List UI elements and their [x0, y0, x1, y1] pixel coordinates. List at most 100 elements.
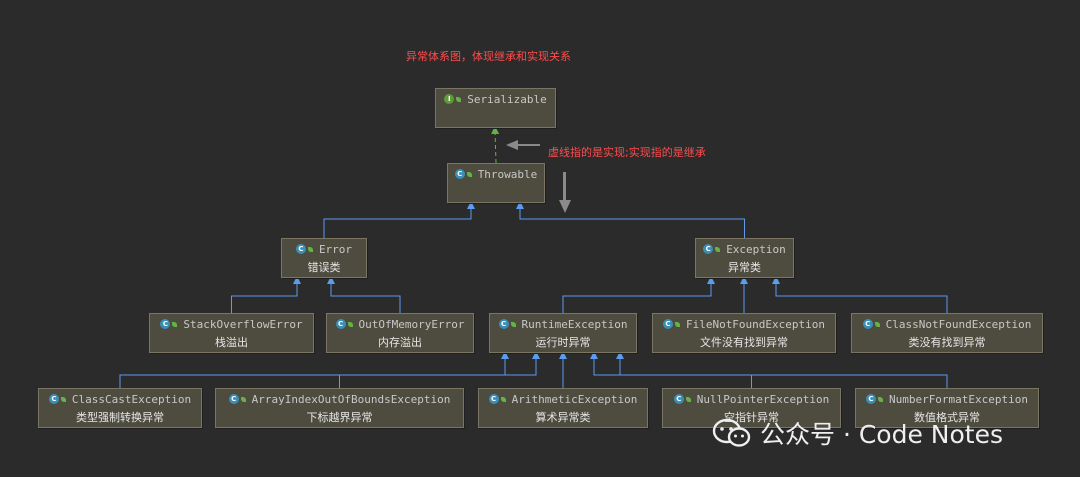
class-name: OutOfMemoryError — [358, 317, 465, 331]
class-description: 类型强制转换异常 — [76, 411, 164, 424]
class-node-classnotfoundexception[interactable]: C ClassNotFoundException 类没有找到异常 — [851, 313, 1043, 353]
class-icon: C — [228, 394, 239, 404]
class-name: StackOverflowError — [183, 317, 303, 331]
visibility-icon — [456, 96, 462, 102]
class-name: ClassNotFoundException — [885, 317, 1032, 331]
class-description: 空指针异常 — [724, 411, 779, 424]
class-node-serializable[interactable]: I Serializable — [435, 88, 556, 128]
class-icon: C — [662, 319, 673, 329]
edge-runtimeexception-to-exception — [562, 276, 715, 313]
class-node-outofmemoryerror[interactable]: C OutOfMemoryError 内存溢出 — [326, 313, 474, 353]
class-name: ArithmeticException — [511, 392, 638, 406]
visibility-icon — [715, 246, 721, 252]
class-description: 异常类 — [728, 261, 761, 274]
interface-icon: I — [444, 94, 455, 104]
class-node-header: C Exception — [696, 239, 793, 259]
class-icon: C — [335, 319, 346, 329]
class-description: 内存溢出 — [378, 336, 422, 349]
class-node-header: C ArithmeticException — [479, 389, 647, 409]
class-name: NumberFormatException — [888, 392, 1029, 406]
diagram-title: 异常体系图，体现继承和实现关系 — [406, 50, 571, 63]
edge-classcastexception-to-runtimeexception — [119, 351, 509, 388]
edge-note: 虚线指的是实现;实现指的是继承 — [548, 146, 706, 159]
edge-error-to-throwable — [323, 201, 475, 238]
class-name: RuntimeException — [521, 317, 628, 331]
class-node-error[interactable]: C Error 错误类 — [281, 238, 367, 278]
class-name: NullPointerException — [696, 392, 830, 406]
class-node-throwable[interactable]: C Throwable — [447, 163, 545, 203]
edge-classnotfoundexception-to-exception — [772, 276, 948, 313]
class-node-filenotfoundexception[interactable]: C FileNotFoundException 文件没有找到异常 — [652, 313, 836, 353]
class-description: 下标越界异常 — [306, 411, 373, 424]
class-description: 错误类 — [307, 261, 341, 274]
class-icon: C — [160, 319, 171, 329]
wechat-icon — [712, 418, 751, 447]
class-node-header: I Serializable — [436, 89, 555, 109]
class-icon: C — [673, 394, 684, 404]
visibility-icon — [347, 321, 353, 327]
class-icon: C — [454, 169, 465, 179]
class-description: 栈溢出 — [215, 336, 248, 349]
class-node-header: C Throwable — [448, 164, 544, 184]
class-description: 类没有找到异常 — [908, 336, 986, 349]
visibility-icon — [674, 321, 680, 327]
edge-stackoverflowerror-to-error — [231, 276, 301, 313]
edge-arrayindexoutofboundsexception-to-runtimeexception — [339, 351, 540, 388]
class-icon: C — [703, 244, 714, 254]
class-name: FileNotFoundException — [685, 317, 826, 331]
class-description: 数值格式异常 — [914, 411, 980, 424]
class-node-nullpointerexception[interactable]: C NullPointerException 空指针异常 — [662, 388, 841, 428]
class-icon: C — [295, 244, 306, 254]
class-node-header: C ClassNotFoundException — [852, 314, 1042, 334]
class-node-classcastexception[interactable]: C ClassCastException 类型强制转换异常 — [38, 388, 202, 428]
visibility-icon — [240, 396, 246, 402]
edge-throwable-to-serializable — [491, 126, 500, 164]
class-node-header: C NullPointerException — [663, 389, 840, 409]
visibility-icon — [874, 321, 880, 327]
class-name: Exception — [726, 242, 786, 256]
class-icon: C — [498, 319, 509, 329]
class-node-arithmeticexception[interactable]: C ArithmeticException 算术异常类 — [478, 388, 648, 428]
class-node-header: C ClassCastException — [39, 389, 201, 409]
class-node-header: C Error — [282, 239, 366, 259]
class-name: ArrayIndexOutOfBoundsException — [251, 392, 451, 406]
visibility-icon — [172, 321, 178, 327]
watermark: 公众号 · Code Notes — [712, 416, 1003, 450]
class-node-header: C StackOverflowError — [150, 314, 313, 334]
visibility-icon — [510, 321, 516, 327]
class-node-stackoverflowerror[interactable]: C StackOverflowError 栈溢出 — [149, 313, 314, 353]
class-node-header: C FileNotFoundException — [653, 314, 835, 334]
class-icon: C — [48, 394, 59, 404]
edge-numberformatexception-to-runtimeexception — [616, 351, 948, 388]
class-node-exception[interactable]: C Exception 异常类 — [695, 238, 794, 278]
class-node-header: C RuntimeException — [490, 314, 636, 334]
callout-arrow-down — [559, 172, 571, 213]
class-name: Error — [318, 242, 353, 256]
visibility-icon — [307, 246, 313, 252]
class-node-arrayindexoutofboundsexception[interactable]: C ArrayIndexOutOfBoundsException 下标越界异常 — [215, 388, 464, 428]
class-name: Serializable — [467, 92, 547, 106]
class-description: 文件没有找到异常 — [700, 336, 788, 349]
callout-arrow-left — [506, 140, 540, 150]
class-name: ClassCastException — [71, 392, 192, 406]
class-name: Throwable — [477, 167, 538, 181]
edge-nullpointerexception-to-runtimeexception — [590, 351, 752, 388]
visibility-icon — [500, 396, 506, 402]
edge-exception-to-throwable — [516, 201, 745, 238]
watermark-text: 公众号 · Code Notes — [760, 420, 1003, 449]
class-node-header: C ArrayIndexOutOfBoundsException — [216, 389, 463, 409]
edge-outofmemoryerror-to-error — [327, 276, 401, 313]
class-description: 运行时异常 — [535, 336, 591, 349]
visibility-icon — [877, 396, 883, 402]
class-icon: C — [488, 394, 499, 404]
visibility-icon — [466, 171, 472, 177]
class-node-runtimeexception[interactable]: C RuntimeException 运行时异常 — [489, 313, 637, 353]
class-description: 算术异常类 — [535, 411, 591, 424]
visibility-icon — [60, 396, 66, 402]
class-node-header: C OutOfMemoryError — [327, 314, 473, 334]
class-icon: C — [862, 319, 873, 329]
